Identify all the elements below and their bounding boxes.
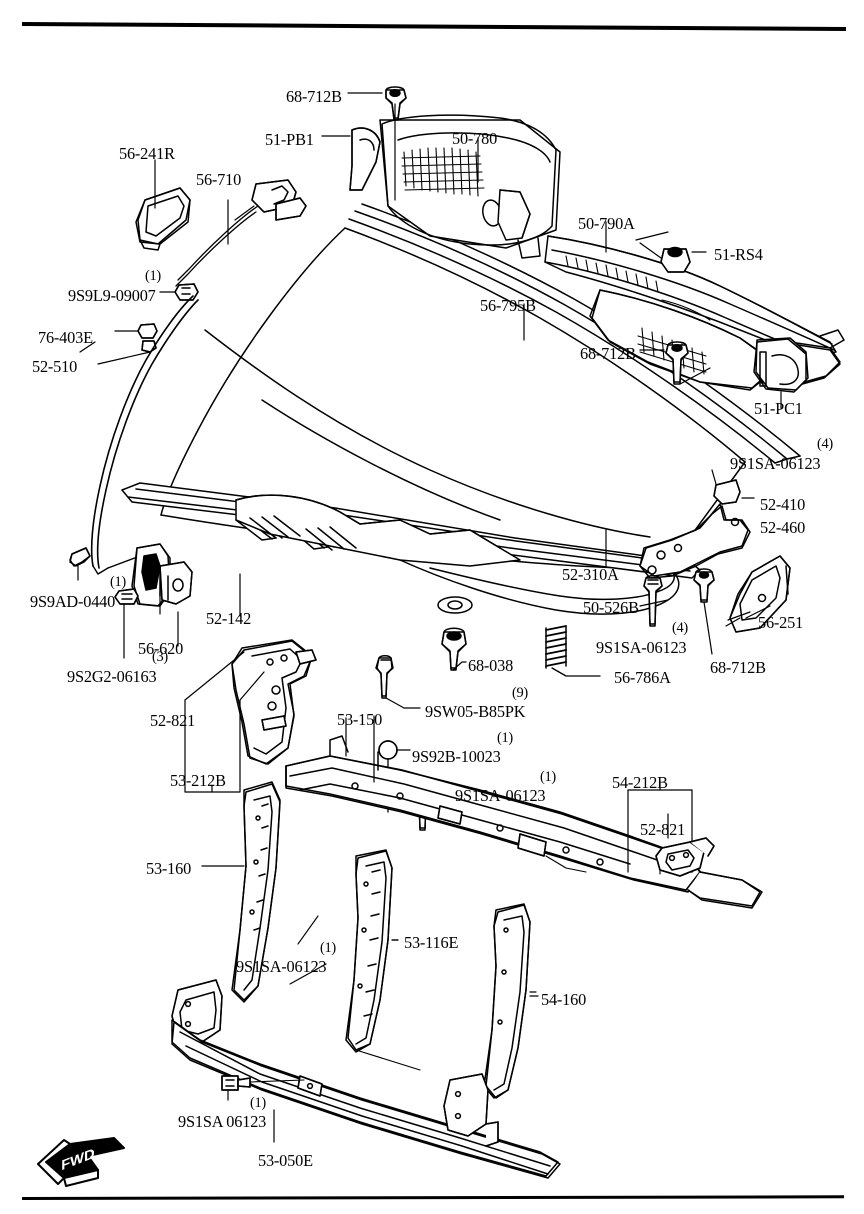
part-56-620-hood-latch xyxy=(131,543,193,615)
part-68-712B-grommet-right xyxy=(639,341,711,385)
part-label-51-pb1: 51-PB1 xyxy=(265,130,314,149)
hood-crease-lines xyxy=(204,329,651,538)
part-label-68-712b: 68-712B xyxy=(286,87,342,106)
part-label-9s92b-10023: 9S92B-10023 xyxy=(412,747,501,766)
part-9S2G2-06163-bolt xyxy=(114,588,139,659)
part-label-9s1sa-06123: 9S1SA-06123 xyxy=(455,786,546,805)
part-51-PC1-endcap xyxy=(753,337,809,409)
part-label-52-821: 52-821 xyxy=(150,711,196,730)
part-label-52-310a: 52-310A xyxy=(562,565,619,584)
part-quantity-9s2g2-06163: (3) xyxy=(152,649,168,665)
part-quantity-9s1sa-06123: (1) xyxy=(320,940,336,956)
part-68-038-grommet xyxy=(441,627,467,671)
part-quantity-9s1sa-06123: (1) xyxy=(250,1095,266,1111)
part-label-52-142: 52-142 xyxy=(206,609,252,628)
part-9SW05-B85PK-screw xyxy=(375,655,421,709)
part-quantity-9s9l9-09007: (1) xyxy=(145,268,161,284)
part-quantity-9s1sa-06123: (4) xyxy=(817,436,833,452)
part-quantity-9s1sa-06123: (4) xyxy=(672,620,688,636)
part-54-212B-right-bracket xyxy=(627,781,715,877)
part-label-56-786a: 56-786A xyxy=(614,668,671,687)
part-label-9s1sa-06123: 9S1SA-06123 xyxy=(730,454,821,473)
part-53-212B-left-bracket xyxy=(184,639,317,793)
part-53-150-upper-tie-bar xyxy=(285,717,763,909)
part-label-50-526b: 50-526B xyxy=(583,598,639,617)
part-label-53-212b: 53-212B xyxy=(170,771,226,790)
part-label-9s1sa-06123: 9S1SA 06123 xyxy=(178,1112,267,1131)
part-52-510-release-cable xyxy=(79,295,199,575)
part-53-160-left-rail xyxy=(231,781,281,1003)
part-label-52-821: 52-821 xyxy=(640,820,686,839)
part-9S1SA-06123-bolt-bottom xyxy=(221,1075,305,1101)
part-label-50-780: 50-780 xyxy=(452,129,498,148)
part-label-53-050e: 53-050E xyxy=(258,1151,313,1170)
part-label-50-790a: 50-790A xyxy=(578,214,635,233)
part-label-53-150: 53-150 xyxy=(337,710,383,729)
part-label-51-rs4: 51-RS4 xyxy=(714,245,763,264)
part-label-52-460: 52-460 xyxy=(760,518,806,537)
part-68-712B-grommet-lower xyxy=(693,568,715,655)
part-56-786A-spring xyxy=(545,625,601,677)
part-53-050E-lower-crossmember xyxy=(171,979,561,1179)
part-label-56-795b: 56-795B xyxy=(480,296,536,315)
part-label-53-160: 53-160 xyxy=(146,859,192,878)
leader-9S1SA-center xyxy=(297,915,319,945)
part-56-241R-hinge xyxy=(135,159,191,251)
part-9S1SA-06123-bolt-right xyxy=(643,575,663,627)
part-label-9s1sa-06123: 9S1SA-06123 xyxy=(236,957,327,976)
part-54-160-right-rail xyxy=(483,903,537,1099)
part-53-116E-center-rail xyxy=(289,849,421,1071)
part-51-RS4-nut xyxy=(635,231,691,273)
part-label-68-712b: 68-712B xyxy=(580,344,636,363)
part-label-68-712b: 68-712B xyxy=(710,658,766,677)
leader-lines xyxy=(97,92,771,997)
part-quantity-9s92b-10023: (1) xyxy=(497,730,513,746)
part-quantity-9s1sa-06123: (1) xyxy=(540,769,556,785)
part-label-56-241r: 56-241R xyxy=(119,144,175,163)
part-label-9s9l9-09007: 9S9L9-09007 xyxy=(68,286,156,305)
part-label-52-510: 52-510 xyxy=(32,357,78,376)
part-label-56-620: 56-620 xyxy=(138,639,184,658)
part-label-9s9ad-0440: 9S9AD-0440 xyxy=(30,592,116,611)
part-quantity-9s9ad-0440: (1) xyxy=(110,574,126,590)
part-9S9AD-0440-clip xyxy=(69,547,91,581)
fwd-orientation-arrow: FWD xyxy=(36,1132,128,1194)
part-50-780-cowl-grille xyxy=(379,114,561,259)
part-label-53-116e: 53-116E xyxy=(404,933,459,952)
part-label-9sw05-b85pk: 9SW05-B85PK xyxy=(425,702,526,721)
part-label-56-710: 56-710 xyxy=(196,170,242,189)
part-56-710-lock-release xyxy=(175,179,307,287)
part-quantity-9sw05-b85pk: (9) xyxy=(512,685,528,701)
part-56-251-bracket xyxy=(725,555,791,633)
part-52-410-52-460-stay xyxy=(639,469,755,579)
part-label-56-251: 56-251 xyxy=(758,613,804,632)
part-9S92B-10023-ballstud xyxy=(378,740,411,813)
part-76-403E-clip xyxy=(114,323,158,353)
part-label-9s1sa-06123: 9S1SA-06123 xyxy=(596,638,687,657)
part-label-9s2g2-06163: 9S2G2-06163 xyxy=(67,667,157,686)
part-label-51-pc1: 51-PC1 xyxy=(754,399,803,418)
part-51-PB1-clip xyxy=(349,127,381,191)
part-label-76-403e: 76-403E xyxy=(38,328,93,347)
part-label-54-160: 54-160 xyxy=(541,990,587,1009)
part-68-712B-grommet-top xyxy=(385,86,407,201)
part-label-52-410: 52-410 xyxy=(760,495,806,514)
part-label-68-038: 68-038 xyxy=(468,656,514,675)
part-label-54-212b: 54-212B xyxy=(612,773,668,792)
